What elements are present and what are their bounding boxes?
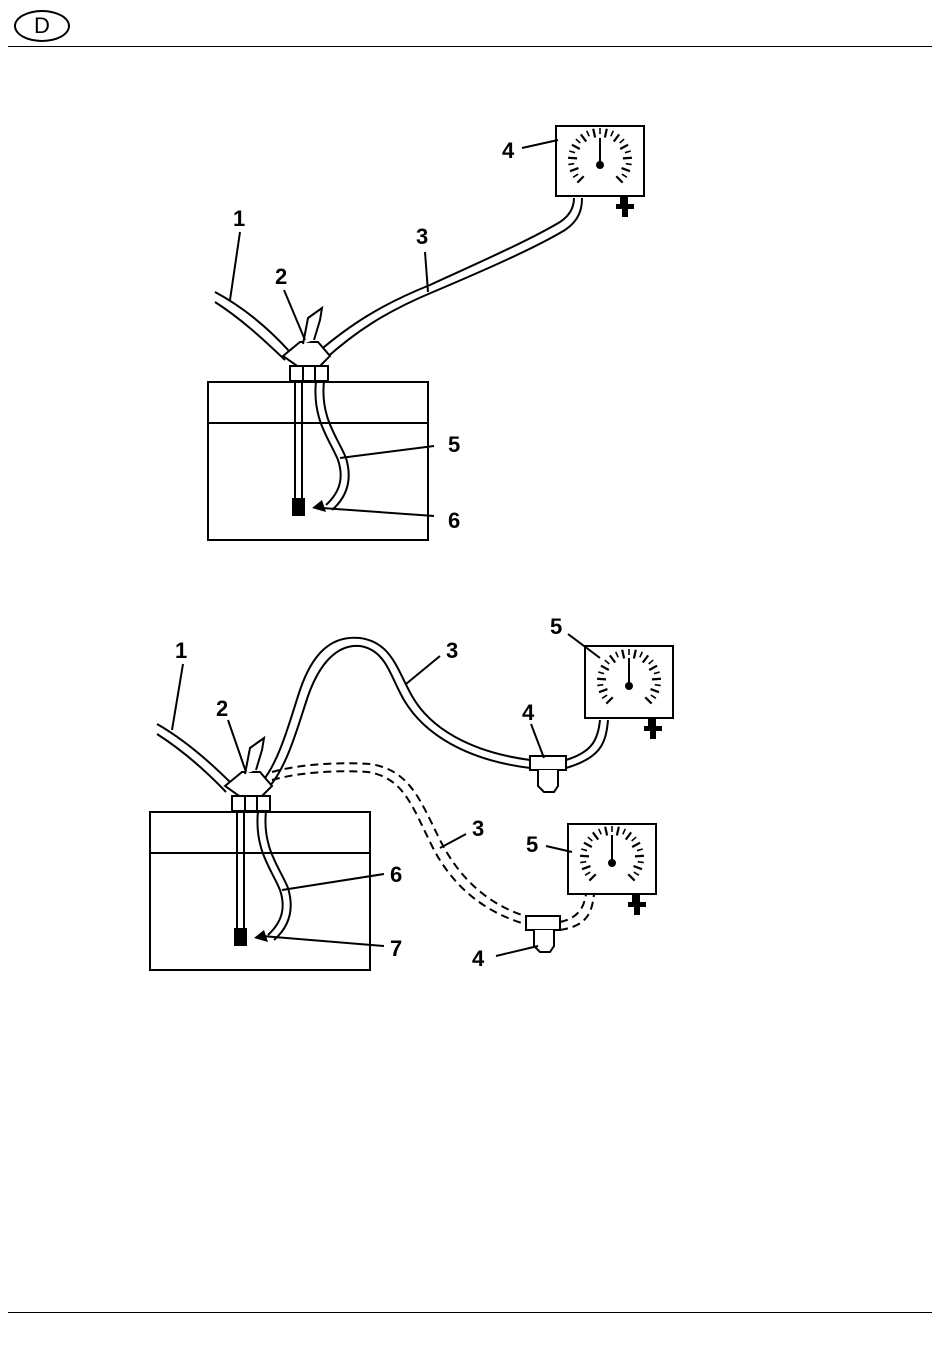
gauge-tick [568,158,577,159]
gauge-tick [652,679,661,680]
pressure-gauge-upper [585,646,673,739]
gauge-tick [580,856,589,857]
tank-1 [208,382,428,540]
gauge-tick [626,164,632,165]
callout-5-lower: 5 [526,832,538,857]
callout-7: 7 [390,936,402,961]
hose-5-line [315,381,348,510]
callout-3-upper: 3 [446,638,458,663]
callout-5: 5 [448,432,460,457]
callout-5-upper: 5 [550,614,562,639]
pressure-gauge-1 [556,126,644,217]
gauge-tick [638,862,644,863]
gauge-tick [580,862,586,863]
hose-3-line [318,198,582,360]
tank-fitting-2 [225,738,272,811]
callout-1: 1 [233,206,245,231]
gauge-tick [568,164,574,165]
foot-valve-1 [292,498,305,516]
callout-2: 2 [275,264,287,289]
hose-6-line [257,811,290,940]
callout-4: 4 [502,138,515,163]
leader-lines-1 [230,140,558,516]
gauge-tick [597,679,606,680]
callout-6: 6 [390,862,402,887]
callout-4-upper: 4 [522,700,535,725]
suction-tip-1 [312,500,326,512]
callout-6: 6 [448,508,460,533]
callout-3-lower: 3 [472,816,484,841]
hose-1-line [215,292,290,360]
gauge-tick [597,685,603,686]
callout-3: 3 [416,224,428,249]
hose-1-line [157,724,232,792]
gauge-tick [655,685,661,686]
figure-2: 1 2 3 3 4 4 5 5 6 7 [150,614,673,971]
tee-fitting-upper [530,756,566,792]
tank-2 [150,812,370,970]
tank-fitting-1 [283,308,330,381]
callout-2: 2 [216,696,228,721]
figure-1: 1 2 3 4 5 6 [208,126,644,540]
foot-valve-2 [234,928,247,946]
callout-1: 1 [175,638,187,663]
dip-pipe-1 [295,381,302,500]
callout-4-lower: 4 [472,946,485,971]
dip-pipe-2 [237,811,244,930]
tee-fitting-lower [526,916,560,952]
gauge-tick [635,856,644,857]
pressure-gauge-lower [568,824,656,915]
gauge-tick [623,158,632,159]
